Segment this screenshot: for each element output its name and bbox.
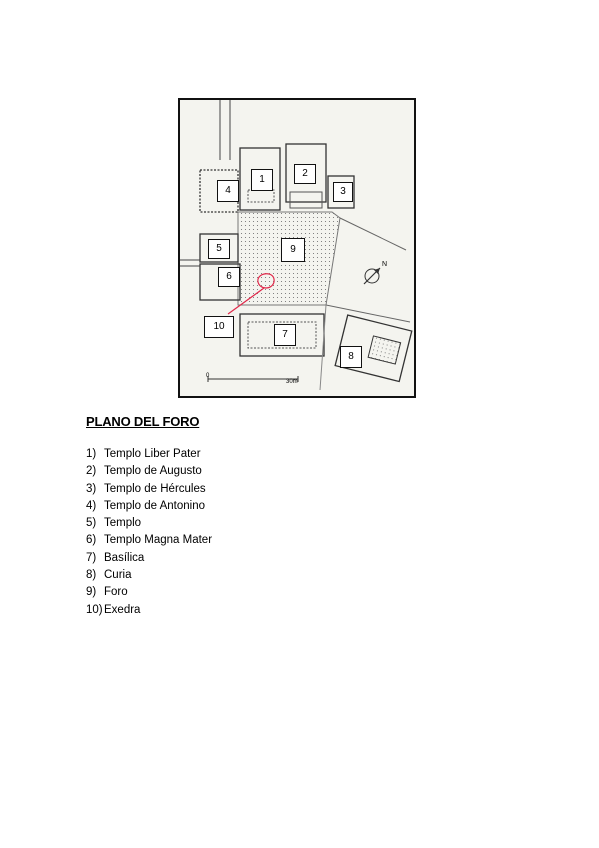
- legend-item: 6) Templo Magna Mater: [86, 532, 212, 549]
- red-annotation-circle: [227, 273, 275, 315]
- plan-label-8: 8: [340, 346, 362, 368]
- scale-start-label: 0: [206, 373, 210, 379]
- plan-label-10: 10: [204, 316, 234, 338]
- scale-end-label: 30m: [286, 379, 298, 385]
- legend-number: 10): [86, 603, 103, 616]
- temple-6-outline: [199, 263, 241, 301]
- legend-item: 10)Exedra: [86, 602, 212, 619]
- legend-list: 1) Templo Liber Pater 2) Templo de Augusto…: [86, 446, 212, 619]
- legend-text: Foro: [104, 586, 128, 599]
- legend-number: 6): [86, 534, 97, 547]
- plan-label-4: 4: [217, 180, 239, 202]
- legend-text: Exedra: [104, 603, 141, 616]
- plan-label-7: 7: [274, 324, 296, 346]
- legend-number: 2): [86, 465, 97, 478]
- plan-label-6: 6: [218, 267, 240, 287]
- legend-number: 9): [86, 586, 97, 599]
- legend-number: 1): [86, 448, 97, 460]
- legend-item: 2) Templo de Augusto: [86, 463, 212, 480]
- forum-plan-drawing: N 0 30m: [180, 100, 413, 391]
- temple-1-outline: [239, 147, 281, 211]
- legend-text: Templo de Antonino: [104, 499, 206, 512]
- legend-text: Templo de Augusto: [104, 465, 202, 478]
- legend-text: Templo de Hércules: [104, 482, 206, 495]
- north-arrow-icon: [363, 267, 381, 285]
- plan-title: PLANO DEL FORO: [86, 414, 200, 429]
- temple-3-outline: [327, 175, 355, 209]
- legend-item: 1) Templo Liber Pater: [86, 446, 212, 463]
- legend-text: Curia: [104, 569, 132, 582]
- legend-number: 7): [86, 551, 97, 564]
- legend-number: 5): [86, 517, 97, 530]
- plan-label-1: 1: [251, 169, 273, 191]
- legend-number: 4): [86, 499, 97, 512]
- legend-item: 8) Curia: [86, 567, 212, 584]
- plan-label-5: 5: [208, 239, 230, 259]
- plan-label-2: 2: [294, 164, 316, 184]
- forum-plan-figure: N 0 30m 1 2 3 4 5 6 7 8 9 10: [178, 98, 416, 398]
- plan-label-9: 9: [281, 238, 305, 262]
- legend-text: Basílica: [104, 551, 145, 564]
- legend-number: 3): [86, 482, 97, 495]
- legend-item: 5) Templo: [86, 515, 212, 532]
- legend-text: Templo Magna Mater: [104, 534, 213, 547]
- curia-outline: [334, 314, 413, 383]
- legend-item: 9) Foro: [86, 584, 212, 601]
- temple-2-outline: [285, 143, 327, 203]
- temple-4-outline: [199, 169, 239, 213]
- legend-number: 8): [86, 569, 97, 582]
- legend-text: Templo Liber Pater: [104, 448, 201, 460]
- temple-5-outline: [199, 233, 239, 263]
- legend-text: Templo: [104, 517, 142, 530]
- north-label: N: [382, 261, 387, 268]
- plan-label-3: 3: [333, 182, 353, 202]
- legend-item: 3) Templo de Hércules: [86, 481, 212, 498]
- legend-item: 7) Basílica: [86, 550, 212, 567]
- legend-item: 4) Templo de Antonino: [86, 498, 212, 515]
